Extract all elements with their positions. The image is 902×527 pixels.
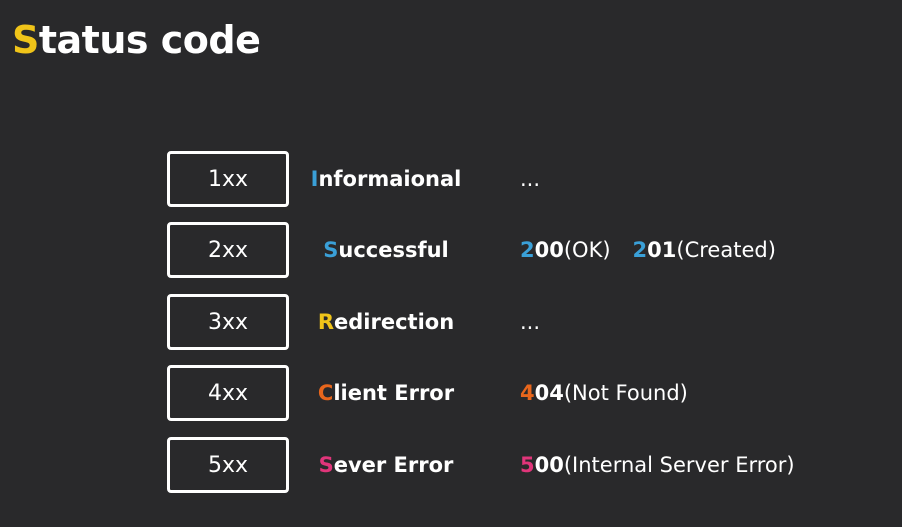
status-code-box: 4xx [167,365,289,421]
example-code-first-digit: 4 [520,381,535,405]
example-code-rest: 01 [647,238,677,262]
status-code-box: 3xx [167,294,289,350]
category-first-letter: S [323,238,339,262]
page-title: Status code [12,18,261,62]
example-label: (OK) [563,238,611,262]
status-examples: 500(Internal Server Error) [520,437,817,493]
example-label: (Internal Server Error) [563,453,795,477]
example-code: 200(OK) [520,238,611,262]
example-code-first-digit: 5 [520,453,535,477]
category-rest: nformaional [318,167,462,191]
category-rest: uccessful [338,238,449,262]
category-first-letter: I [310,167,319,191]
status-examples: ... [520,294,540,350]
status-code-box: 2xx [167,222,289,278]
example-code: 500(Internal Server Error) [520,453,795,477]
category-rest: edirection [334,310,455,334]
title-rest: tatus code [38,18,261,62]
category-first-letter: S [318,453,334,477]
example-code-rest: 00 [534,453,564,477]
status-examples: ... [520,151,540,207]
title-first-letter: S [12,18,39,62]
category-rest: ever Error [333,453,454,477]
example-code-first-digit: 2 [520,238,535,262]
category-first-letter: R [317,310,335,334]
status-code-box: 1xx [167,151,289,207]
example-code-rest: 04 [534,381,564,405]
examples-placeholder: ... [520,167,541,191]
category-first-letter: C [317,381,334,405]
category-rest: lient Error [333,381,455,405]
example-code-first-digit: 2 [632,238,648,262]
examples-placeholder: ... [520,310,541,334]
example-code: 201(Created) [633,238,776,262]
status-examples: 200(OK)201(Created) [520,222,798,278]
status-examples: 404(Not Found) [520,365,710,421]
example-label: (Not Found) [563,381,688,405]
status-code-box: 5xx [167,437,289,493]
example-code-rest: 00 [534,238,564,262]
example-code: 404(Not Found) [520,381,688,405]
example-label: (Created) [676,238,776,262]
